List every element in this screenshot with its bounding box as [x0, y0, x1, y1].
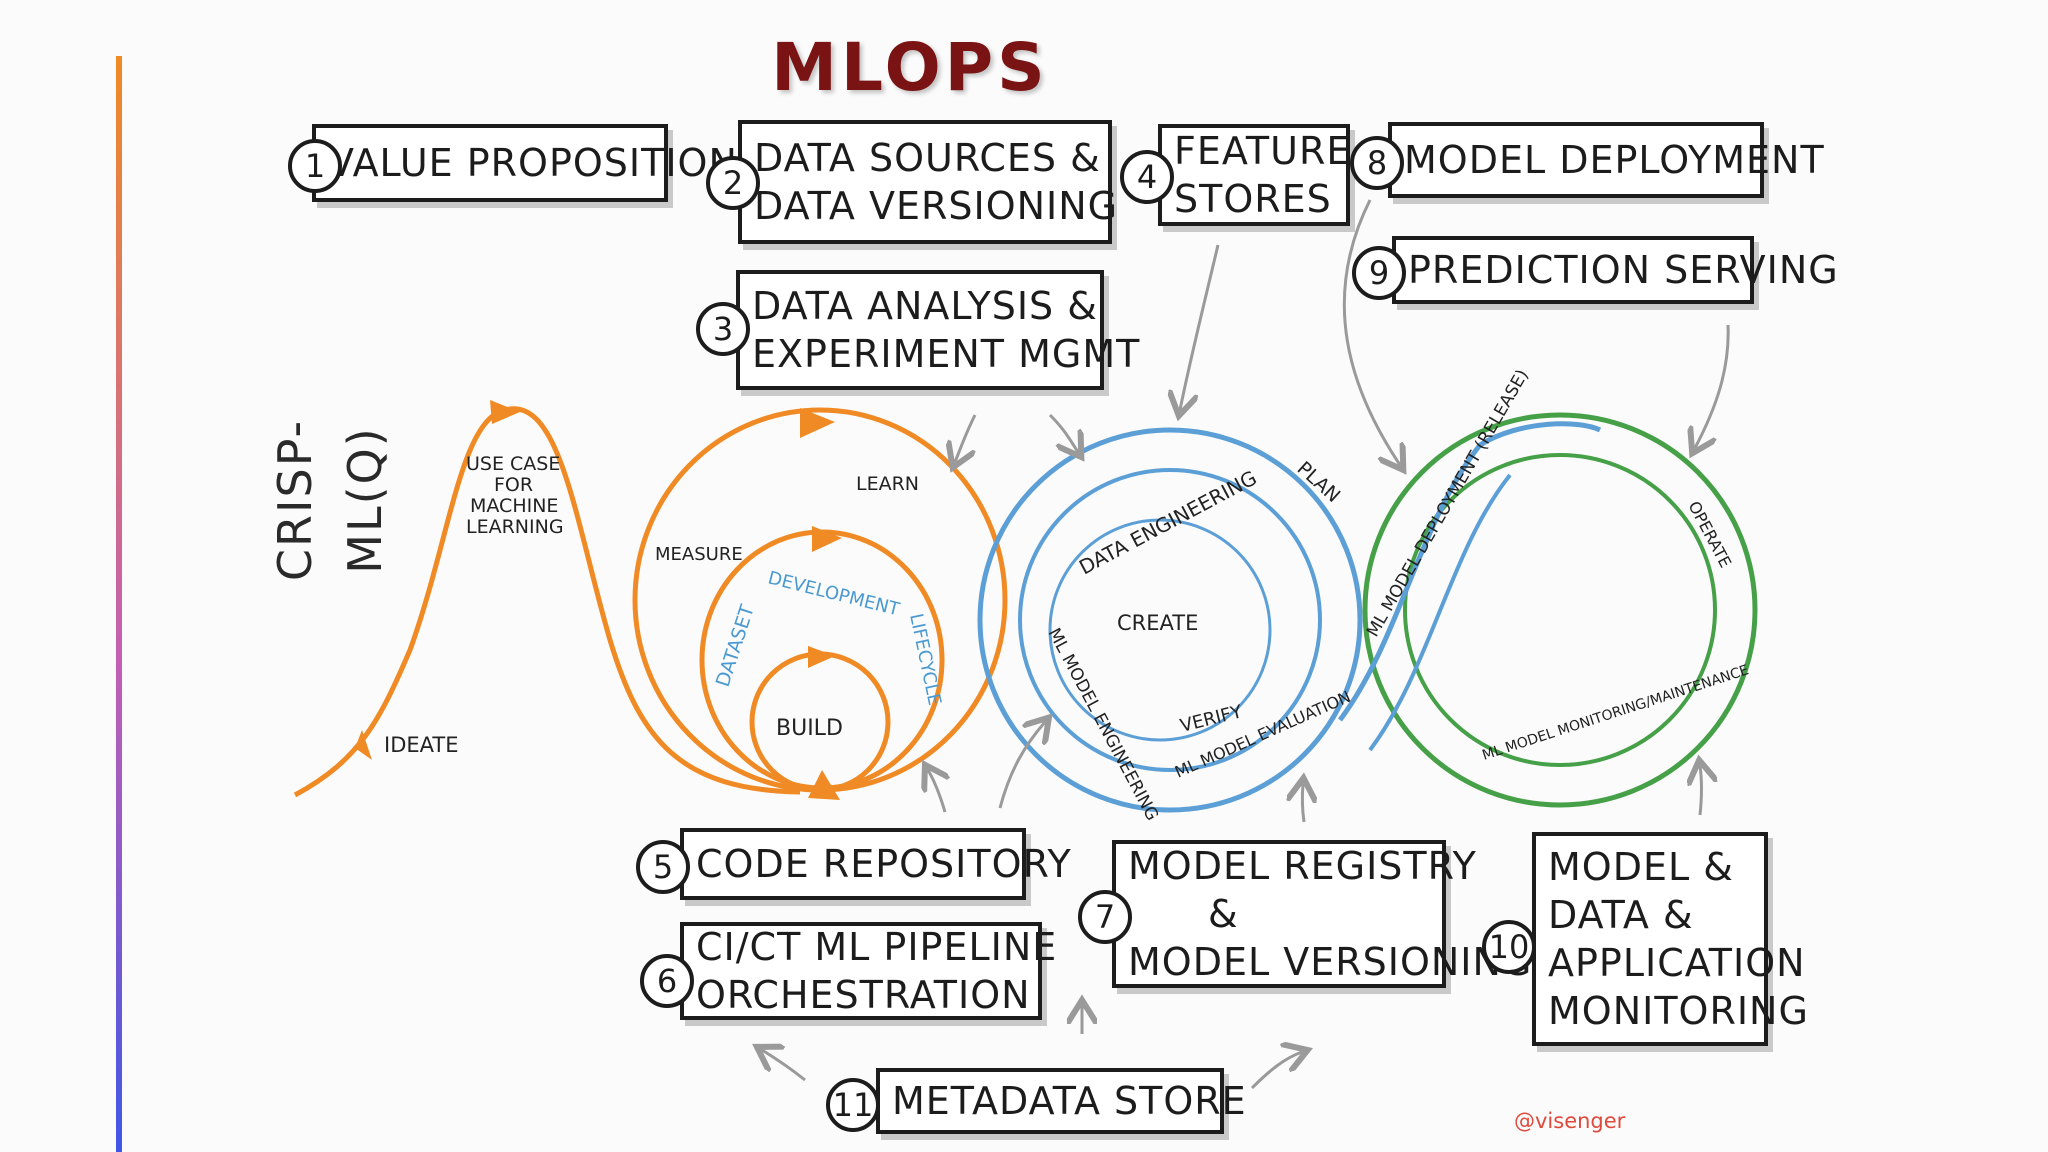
use-case-label-3: MACHINE — [470, 495, 558, 517]
component-box-4: FEATURE STORES — [1158, 124, 1350, 226]
component-box-2: DATA SOURCES & DATA VERSIONING — [738, 120, 1119, 244]
accent-bar — [116, 56, 122, 1152]
component-6-line-2: ORCHESTRATION — [696, 973, 1031, 1017]
infinity-crossover-2 — [1368, 473, 1512, 752]
build-label: BUILD — [776, 716, 843, 741]
component-2-line-1: DATA SOURCES & — [754, 136, 1101, 180]
use-case-label-2: FOR — [494, 474, 533, 496]
arrow-5-to-blue — [998, 722, 1045, 809]
outer-loop-arrowhead — [800, 408, 835, 438]
inner-loop-arrowhead — [808, 646, 835, 668]
arrow-3-to-blue — [1048, 413, 1078, 452]
data-engineering-label: DATA ENGINEERING — [1075, 466, 1261, 580]
component-box-10: MODEL & DATA & APPLICATION MONITORING — [1532, 832, 1809, 1046]
component-1-line-1: VALUE PROPOSITION — [328, 141, 738, 185]
component-number-8: 8 — [1350, 136, 1404, 190]
component-5-line-1: CODE REPOSITORY — [696, 842, 1072, 886]
green-loop-inner — [1403, 453, 1717, 767]
component-box-1: VALUE PROPOSITION — [312, 124, 738, 202]
component-number-9: 9 — [1352, 246, 1406, 300]
arrow-5-up — [928, 770, 945, 813]
component-7-line-1: MODEL REGISTRY — [1128, 844, 1477, 888]
arrow-3-to-loop — [955, 414, 977, 462]
measure-label: MEASURE — [655, 544, 743, 565]
component-number-3: 3 — [696, 302, 750, 356]
author-credit: @visenger — [1514, 1109, 1626, 1133]
blue-loop-inner — [1018, 468, 1322, 772]
development-label: DEVELOPMENT — [766, 567, 903, 620]
component-box-8: MODEL DEPLOYMENT — [1388, 122, 1825, 198]
middle-loop-arrowhead — [812, 526, 842, 552]
component-9-line-1: PREDICTION SERVING — [1408, 248, 1839, 292]
component-4-line-2: STORES — [1174, 177, 1332, 221]
crisp-curve — [293, 406, 801, 798]
use-case-label-1: USE CASE — [466, 453, 560, 475]
component-7-line-3: MODEL VERSIONING — [1128, 940, 1533, 984]
component-8-line-1: MODEL DEPLOYMENT — [1404, 138, 1825, 182]
component-number-1: 1 — [288, 139, 342, 193]
arrow-11-to-7 — [1250, 1052, 1302, 1090]
component-6-line-1: CI/CT ML PIPELINE — [696, 925, 1058, 969]
component-number-5: 5 — [636, 840, 690, 894]
learn-label: LEARN — [856, 473, 919, 495]
component-10-line-2: DATA & — [1548, 893, 1694, 937]
component-4-line-1: FEATURE — [1174, 129, 1352, 173]
bottom-arrowhead — [808, 770, 840, 800]
component-box-3: DATA ANALYSIS & EXPERIMENT MGMT — [736, 270, 1141, 390]
component-number-6: 6 — [640, 954, 694, 1008]
peak-arrowhead — [490, 400, 520, 424]
infinity-crossover — [1337, 421, 1602, 722]
arrow-7-up — [1302, 784, 1304, 823]
crisp-ml-label: CRISP-ML(Q) — [268, 418, 392, 582]
component-number-11: 11 — [826, 1078, 880, 1132]
component-box-9: PREDICTION SERVING — [1392, 236, 1839, 304]
component-number-7: 7 — [1078, 890, 1132, 944]
blue-loop-core — [1048, 518, 1272, 742]
component-10-line-1: MODEL & — [1548, 845, 1734, 889]
use-case-label-4: LEARNING — [466, 516, 564, 538]
component-2-line-2: DATA VERSIONING — [754, 184, 1119, 228]
arrow-10-up — [1700, 766, 1702, 816]
blue-loop-outer — [977, 427, 1363, 813]
ideate-label: IDEATE — [384, 733, 458, 757]
component-3-line-1: DATA ANALYSIS & — [752, 284, 1098, 328]
component-box-11: METADATA STORE — [876, 1068, 1247, 1134]
verify-label: VERIFY — [1178, 701, 1245, 737]
create-label: CREATE — [1117, 611, 1198, 635]
component-11-line-1: METADATA STORE — [892, 1079, 1247, 1123]
component-box-5: CODE REPOSITORY — [680, 828, 1072, 900]
dataset-label: DATASET — [712, 602, 759, 690]
component-box-6: CI/CT ML PIPELINE ORCHESTRATION — [680, 922, 1058, 1020]
arrow-11-to-6 — [762, 1050, 806, 1082]
arrow-4-to-blue — [1180, 244, 1220, 410]
ml-model-deployment-label: ML MODEL DEPLOYMENT (RELEASE) — [1363, 366, 1533, 640]
ideate-arrowhead — [355, 730, 372, 760]
component-number-4: 4 — [1120, 150, 1174, 204]
component-10-line-3: APPLICATION — [1548, 941, 1806, 985]
component-number-10: 10 — [1482, 920, 1536, 974]
arrow-9-to-green — [1695, 324, 1730, 448]
monitoring-label: ML MODEL MONITORING/MAINTENANCE — [1480, 662, 1751, 764]
component-3-line-2: EXPERIMENT MGMT — [752, 332, 1141, 376]
arrow-8-to-green — [1342, 199, 1400, 465]
component-10-line-4: MONITORING — [1548, 989, 1809, 1033]
component-box-7: MODEL REGISTRY & MODEL VERSIONING — [1112, 840, 1533, 988]
component-number-2: 2 — [706, 156, 760, 210]
green-loop-outer — [1362, 412, 1758, 808]
component-7-line-2: & — [1208, 892, 1239, 936]
